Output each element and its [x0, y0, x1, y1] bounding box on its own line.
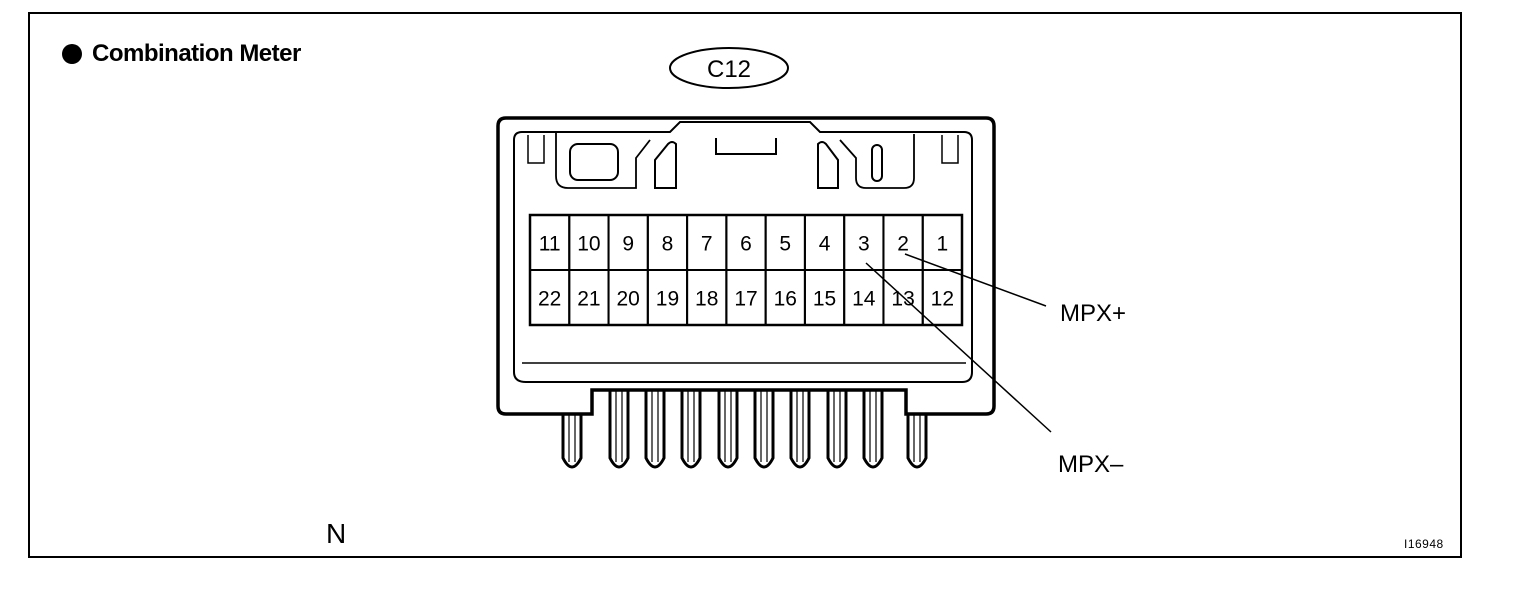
leader-line-mpx-minus — [865, 262, 1052, 433]
pin-number-7: 7 — [701, 233, 713, 256]
terminal-leg-inner — [760, 390, 768, 462]
connector-code-badge: C12 — [669, 47, 789, 89]
title-text: Combination Meter — [92, 40, 301, 67]
pin-cell-12 — [921, 269, 964, 326]
terminal-leg-inner — [568, 414, 576, 462]
terminal-leg — [561, 414, 583, 469]
terminal-leg-inner — [687, 390, 695, 462]
pin-number-8: 8 — [662, 233, 674, 256]
terminal-leg-inner — [913, 414, 921, 462]
connector-housing — [496, 116, 996, 416]
terminal-leg-inner — [833, 390, 841, 462]
terminal-leg — [789, 390, 811, 469]
pin-number-21: 21 — [577, 288, 600, 311]
terminal-leg — [717, 390, 739, 469]
terminal-leg — [753, 390, 775, 469]
pin-number-10: 10 — [577, 233, 600, 256]
pin-number-6: 6 — [740, 233, 752, 256]
bullet-icon — [62, 44, 82, 64]
figure-code: I16948 — [1404, 537, 1444, 551]
connector-code-text: C12 — [707, 56, 751, 83]
pin-number-18: 18 — [695, 288, 718, 311]
terminal-legs — [561, 390, 928, 469]
pin-number-22: 22 — [538, 288, 561, 311]
pin-number-12: 12 — [931, 288, 954, 311]
pin-number-15: 15 — [813, 288, 836, 311]
terminal-leg — [680, 390, 702, 469]
pin-number-14: 14 — [852, 288, 876, 311]
terminal-leg-inner — [615, 390, 623, 462]
diagram-frame — [28, 12, 1462, 558]
pin-number-11: 11 — [539, 233, 561, 256]
terminal-leg — [608, 390, 630, 469]
pin-number-20: 20 — [617, 288, 640, 311]
terminal-leg — [906, 414, 928, 469]
pin-number-4: 4 — [819, 233, 831, 256]
pin-number-9: 9 — [622, 233, 634, 256]
terminal-leg — [862, 390, 884, 469]
terminal-leg-inner — [796, 390, 804, 462]
leader-line-mpx-plus — [904, 253, 1047, 307]
pin-number-19: 19 — [656, 288, 679, 311]
pin-number-1: 1 — [937, 233, 949, 256]
terminal-leg-inner — [651, 390, 659, 462]
corner-label: N — [326, 518, 347, 549]
pin-number-17: 17 — [734, 288, 757, 311]
pin-number-3: 3 — [858, 233, 870, 256]
terminal-leg-inner — [869, 390, 877, 462]
callouts: MPX+ MPX– — [865, 253, 1126, 478]
terminal-leg — [826, 390, 848, 469]
section-title: Combination Meter — [62, 40, 301, 68]
pin-number-16: 16 — [774, 288, 797, 311]
pin-number-5: 5 — [779, 233, 791, 256]
terminal-leg — [644, 390, 666, 469]
pin-number-2: 2 — [897, 233, 909, 256]
callout-mpx-minus: MPX– — [1058, 451, 1124, 478]
terminal-leg-inner — [724, 390, 732, 462]
pin-number-13: 13 — [891, 288, 914, 311]
callout-mpx-plus: MPX+ — [1060, 300, 1126, 327]
